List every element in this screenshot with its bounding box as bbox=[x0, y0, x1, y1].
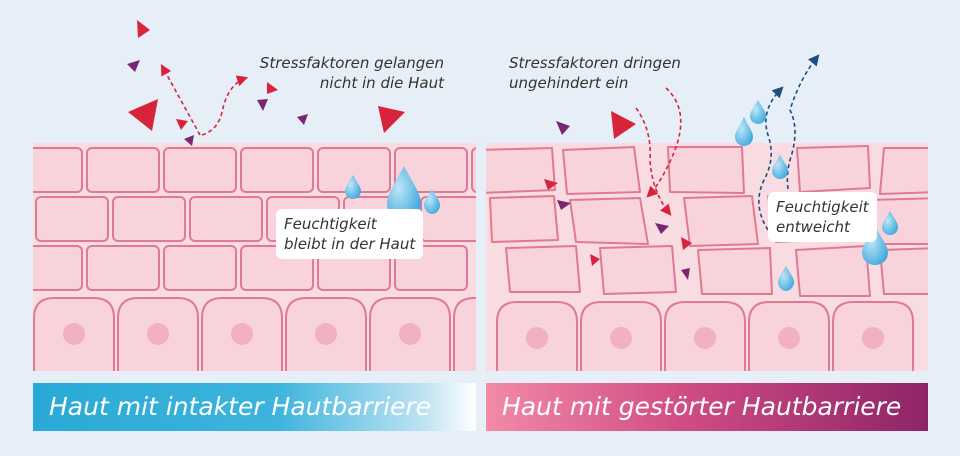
left-moisture-callout-line2: bleibt in der Haut bbox=[284, 235, 416, 253]
disrupted-skin-layers bbox=[486, 143, 928, 371]
left-stressor-callout: Stressfaktoren gelangen nicht in die Hau… bbox=[236, 53, 444, 93]
penetrating-stressor-arrows bbox=[635, 87, 682, 216]
right-stressor-callout-line1: Stressfaktoren dringen bbox=[509, 54, 681, 72]
stressor-particles-right bbox=[544, 111, 692, 280]
moisture-droplets-right bbox=[735, 100, 898, 291]
left-stressor-callout-line2: nicht in die Haut bbox=[319, 74, 444, 92]
left-stressor-callout-line1: Stressfaktoren gelangen bbox=[259, 54, 444, 72]
left-moisture-callout: Feuchtigkeit bleibt in der Haut bbox=[276, 209, 424, 259]
right-moisture-callout-line2: entweicht bbox=[776, 218, 850, 236]
disrupted-barrier-banner: Haut mit gestörter Hautbarriere bbox=[486, 383, 928, 431]
right-moisture-callout: Feuchtigkeit entweicht bbox=[768, 192, 877, 242]
intact-barrier-banner: Haut mit intakter Hautbarriere bbox=[33, 383, 476, 431]
stressor-particles-left bbox=[127, 20, 405, 146]
right-moisture-callout-line1: Feuchtigkeit bbox=[776, 198, 869, 216]
escaping-moisture-arrows bbox=[758, 54, 820, 231]
intact-skin-layers bbox=[33, 143, 476, 371]
deflected-stressor-arrows bbox=[160, 64, 249, 136]
right-stressor-callout: Stressfaktoren dringen ungehindert ein bbox=[509, 53, 681, 93]
right-stressor-callout-line2: ungehindert ein bbox=[509, 74, 629, 92]
moisture-droplets-left bbox=[345, 166, 440, 221]
left-moisture-callout-line1: Feuchtigkeit bbox=[284, 215, 377, 233]
